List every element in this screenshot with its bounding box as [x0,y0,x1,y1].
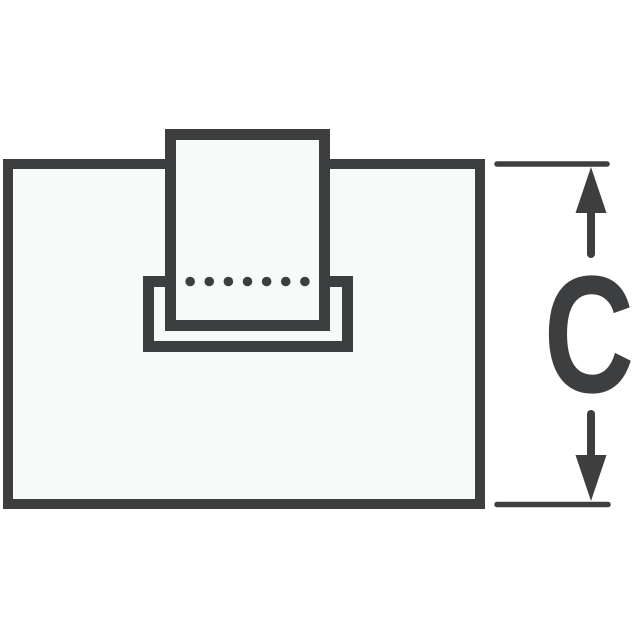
seam-dot [319,276,329,287]
terminal-plug-outline [165,129,330,331]
seam-dot [242,276,253,287]
seam-dot [300,276,310,287]
seam-dot [185,276,195,287]
seam-dot [223,276,234,287]
dotted-seam-line [166,276,329,287]
up-arrow-head [575,167,607,213]
seam-dot [204,276,215,287]
down-arrow-icon [575,410,607,501]
down-arrow-head [575,455,607,501]
dimension-label-c: C [544,242,634,429]
seam-dot [280,276,291,287]
seam-dot [261,276,272,287]
seam-dot [166,276,176,287]
up-arrow-icon [575,167,607,258]
